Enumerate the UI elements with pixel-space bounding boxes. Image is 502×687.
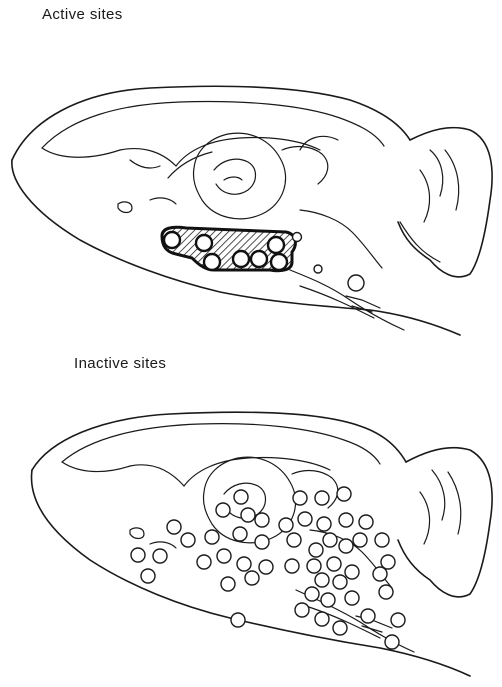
site-marker (131, 548, 145, 562)
inactive-sites-label: Inactive sites (74, 355, 166, 372)
site-marker (233, 251, 249, 267)
site-marker (315, 612, 329, 626)
site-marker (217, 549, 231, 563)
site-marker (255, 535, 269, 549)
site-marker (359, 515, 373, 529)
site-marker (197, 555, 211, 569)
site-marker (233, 527, 247, 541)
site-marker (287, 533, 301, 547)
site-marker (323, 533, 337, 547)
site-marker (245, 571, 259, 585)
site-marker (379, 585, 393, 599)
active-sites-brain-diagram (0, 0, 502, 350)
site-marker (295, 603, 309, 617)
brain-outline-inactive (31, 412, 492, 676)
site-marker (279, 518, 293, 532)
site-marker (353, 533, 367, 547)
site-marker (339, 513, 353, 527)
site-marker (293, 491, 307, 505)
site-marker (251, 251, 267, 267)
site-marker (385, 635, 399, 649)
site-marker (373, 567, 387, 581)
site-marker (241, 508, 255, 522)
site-marker (237, 557, 251, 571)
site-marker (333, 575, 347, 589)
site-marker (337, 487, 351, 501)
site-marker (348, 275, 364, 291)
site-marker (204, 254, 220, 270)
site-marker (314, 265, 322, 273)
site-marker (216, 503, 230, 517)
site-marker (259, 560, 273, 574)
site-marker (317, 517, 331, 531)
site-marker (293, 233, 302, 242)
site-marker (309, 543, 323, 557)
site-marker (234, 490, 248, 504)
site-marker (285, 559, 299, 573)
site-marker (196, 235, 212, 251)
site-marker (153, 549, 167, 563)
site-marker (255, 513, 269, 527)
site-marker (381, 555, 395, 569)
site-marker (375, 533, 389, 547)
site-marker (307, 559, 321, 573)
site-marker (231, 613, 245, 627)
site-marker (268, 237, 284, 253)
site-marker (271, 254, 287, 270)
site-marker (298, 512, 312, 526)
brain-outline-active (12, 86, 492, 335)
site-marker (345, 591, 359, 605)
site-marker (205, 530, 219, 544)
site-marker (361, 609, 375, 623)
site-marker (339, 539, 353, 553)
site-marker (164, 232, 180, 248)
site-marker (305, 587, 319, 601)
site-marker (333, 621, 347, 635)
site-marker (321, 593, 335, 607)
inactive-site-markers (131, 487, 405, 649)
site-marker (315, 491, 329, 505)
site-marker (345, 565, 359, 579)
site-marker (327, 557, 341, 571)
site-marker (141, 569, 155, 583)
site-marker (167, 520, 181, 534)
site-marker (315, 573, 329, 587)
site-marker (391, 613, 405, 627)
site-marker (181, 533, 195, 547)
site-marker (221, 577, 235, 591)
